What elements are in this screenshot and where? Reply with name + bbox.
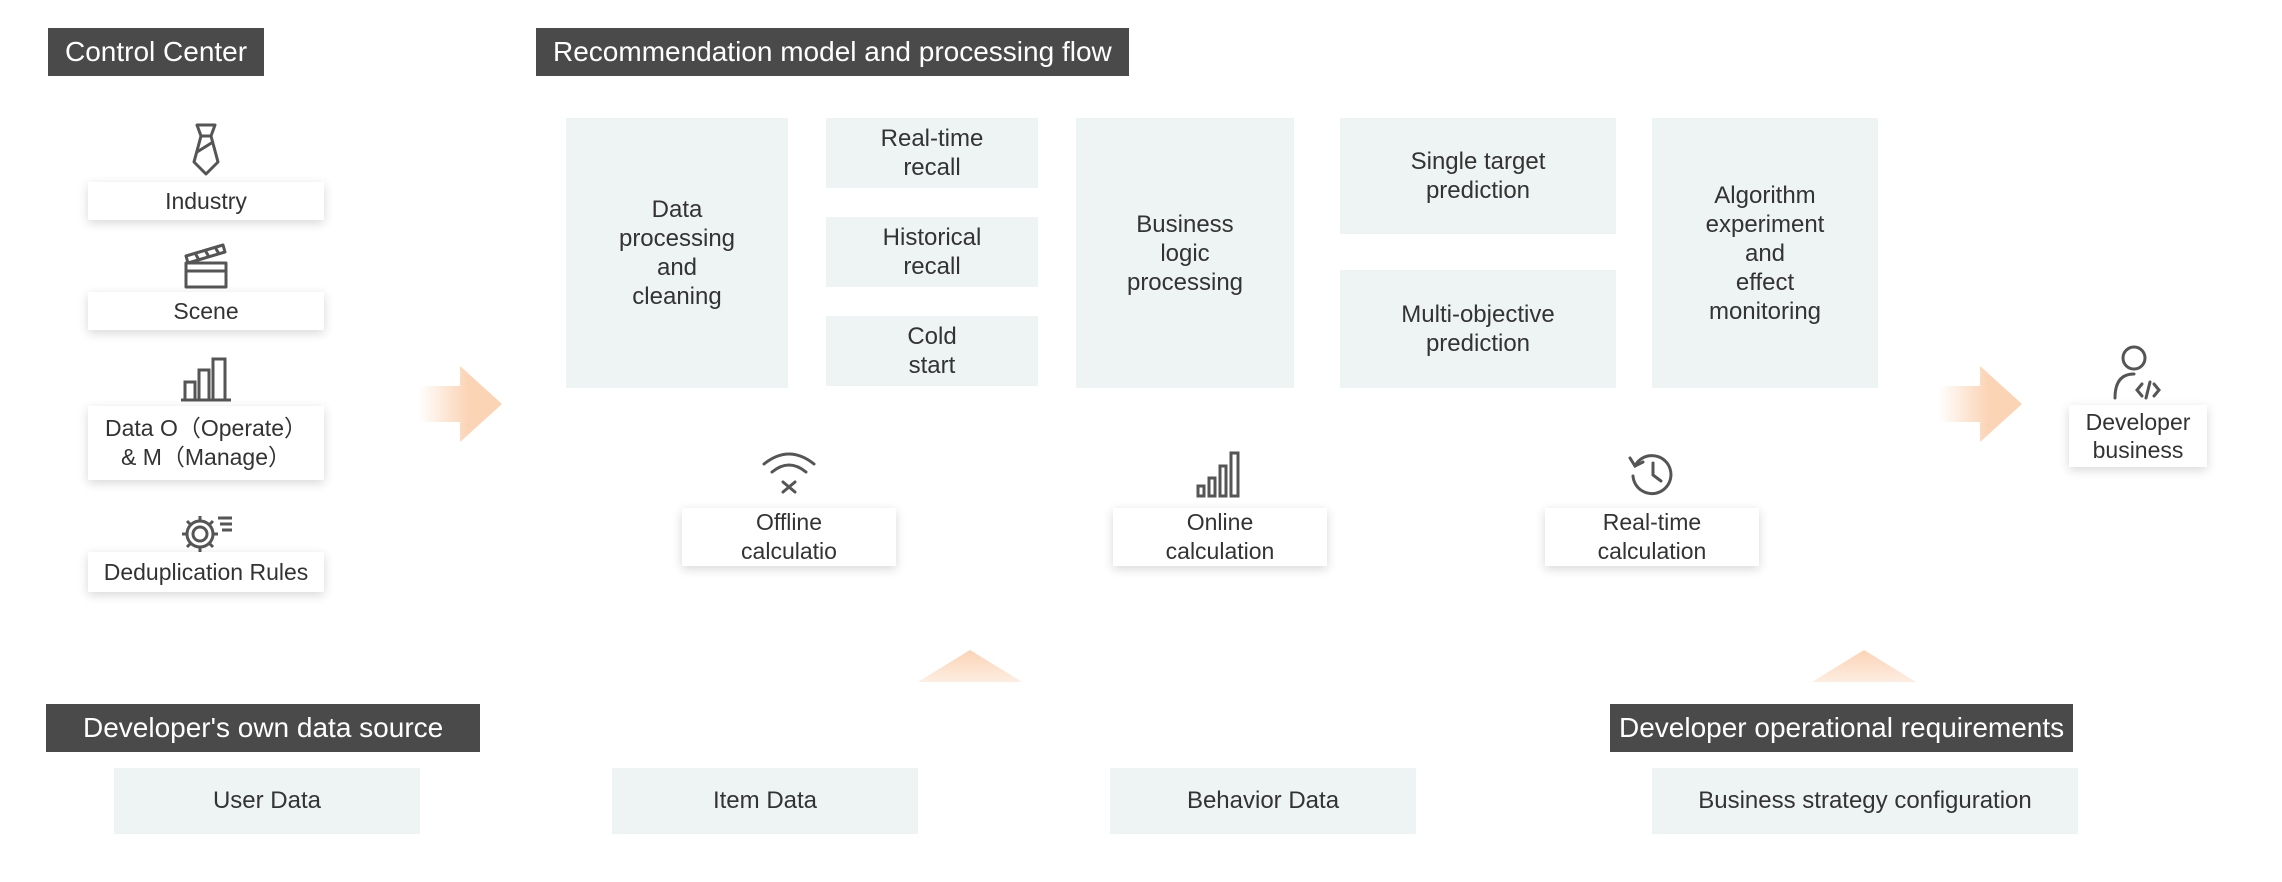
history-icon [1481, 450, 1823, 498]
clapperboard-icon [88, 232, 324, 290]
bar-chart-icon [88, 344, 324, 402]
signal-bars-icon [1049, 450, 1391, 498]
arrow-right-icon [1938, 366, 2022, 442]
data-om-item [88, 344, 324, 402]
historical-recall-box: Historical recall [826, 217, 1038, 287]
offline-calc-card: Offline calculatio [618, 430, 960, 580]
wifi-off-icon [618, 450, 960, 494]
arrow-right-icon [418, 366, 502, 442]
realtime-calc-card: Real-time calculation [1481, 430, 1823, 580]
operational-title: Developer operational requirements [1610, 704, 2074, 752]
user-data-box: User Data [114, 768, 420, 834]
control-center-title: Control Center [48, 28, 265, 76]
offline-calc-label: Offline calculatio [682, 508, 896, 566]
realtime-calc-label: Real-time calculation [1545, 508, 1759, 566]
flow-title: Recommendation model and processing flow [536, 28, 1129, 76]
arrow-up-icon [918, 650, 1022, 682]
tie-icon [88, 118, 324, 176]
arrow-up-icon [1812, 650, 1916, 682]
realtime-recall-box: Real-time recall [826, 118, 1038, 188]
developer-business-label: Developer business [2069, 405, 2207, 467]
industry-label: Industry [88, 182, 324, 220]
online-calc-card: Online calculation [1049, 430, 1391, 580]
data-om-label: Data O（Operate） & M（Manage） [88, 406, 324, 480]
scene-label: Scene [88, 292, 324, 330]
scene-item [88, 232, 324, 290]
online-calc-label: Online calculation [1113, 508, 1327, 566]
dedup-item [88, 498, 324, 556]
multi-objective-box: Multi-objective prediction [1340, 270, 1616, 388]
business-strategy-box: Business strategy configuration [1652, 768, 2078, 834]
data-source-title: Developer's own data source [46, 704, 481, 752]
algorithm-box: Algorithm experiment and effect monitori… [1652, 118, 1878, 388]
item-data-box: Item Data [612, 768, 918, 834]
cold-start-box: Cold start [826, 316, 1038, 386]
single-target-box: Single target prediction [1340, 118, 1616, 234]
behavior-data-box: Behavior Data [1110, 768, 1416, 834]
business-logic-box: Business logic processing [1076, 118, 1294, 388]
dedup-label: Deduplication Rules [88, 552, 324, 592]
industry-item [88, 118, 324, 176]
gear-icon [88, 498, 324, 556]
developer-icon [2112, 344, 2164, 405]
data-processing-box: Data processing and cleaning [566, 118, 788, 388]
